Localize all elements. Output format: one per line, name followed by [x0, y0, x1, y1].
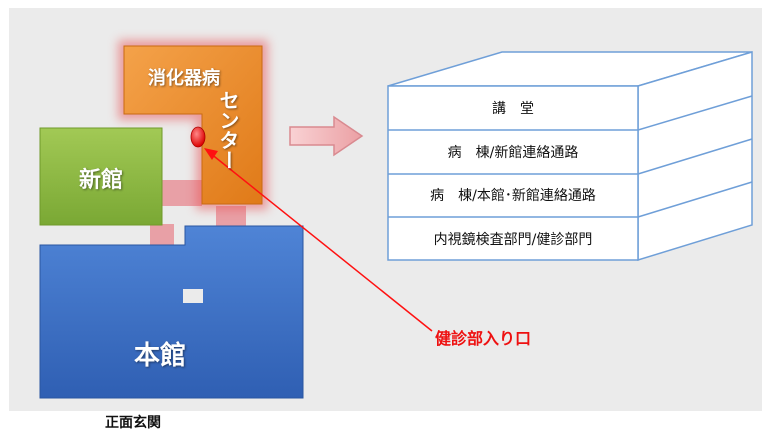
new-building [39, 127, 163, 226]
new-building-label: 新館 [78, 168, 123, 193]
entry-arrowhead-icon [204, 148, 218, 160]
floor-label-4: 講 堂 [492, 101, 534, 117]
center-building [123, 45, 263, 205]
block-arrow-icon [289, 115, 364, 157]
box-front [387, 85, 639, 261]
center-building-label: 消化器病 [148, 68, 220, 89]
floor-label-2: 病 棟/本館･新館連絡通路 [430, 188, 596, 204]
entry-leader-line [209, 152, 433, 332]
floor-label-1: 内視鏡検査部門/健診部門 [433, 232, 593, 248]
entry-marker-icon [190, 126, 206, 148]
side-divider [637, 138, 753, 175]
main-building [39, 225, 304, 399]
center-building-label-vertical: センター [216, 90, 240, 170]
floor-stack-box [387, 50, 753, 262]
side-divider [637, 181, 753, 218]
corridor-new-center [160, 180, 202, 206]
floor-label-3: 病 棟/新館連絡通路 [447, 145, 579, 161]
main-building-notch [183, 289, 203, 303]
side-divider [637, 95, 753, 131]
entrance-label: 正面玄関 [105, 415, 161, 431]
corridor-new-main [150, 224, 174, 246]
entry-point-label: 健診部入り口 [435, 329, 532, 348]
corridor-connectors [150, 180, 246, 246]
main-building-label: 本館 [133, 341, 186, 371]
